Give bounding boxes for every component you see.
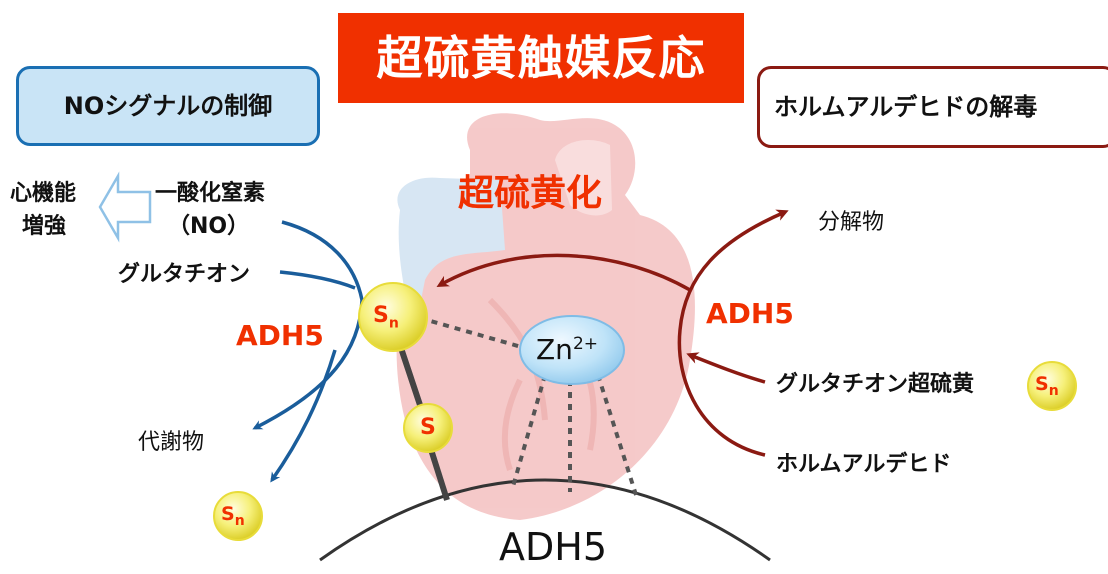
sulfur-chain-ball-center: [358, 282, 428, 352]
sulfur-chain-label-bottom: Sn: [221, 505, 245, 528]
zinc-symbol: Zn: [536, 333, 573, 366]
metabolite-label: 代謝物: [138, 430, 205, 455]
sulfur-chain-symbol: S: [1035, 373, 1049, 395]
zinc-coordination-lines: [419, 316, 638, 496]
detox-box: ホルムアルデヒドの解毒: [757, 66, 1108, 148]
glutathione-supersulfide-label: グルタチオン超硫黄: [776, 372, 975, 397]
sulfur-chain-subscript: n: [1048, 382, 1059, 399]
degradation-product-label: 分解物: [818, 210, 885, 235]
adh5-protein-arc: [319, 478, 771, 562]
enhancement-arrow-icon: [98, 171, 152, 243]
formaldehyde-label: ホルムアルデヒド: [776, 452, 952, 477]
sulfur-chain-label-center: Sn: [373, 303, 399, 332]
cardiac-effect-line1: 心機能: [10, 181, 77, 206]
sulfur-chain-symbol: S: [221, 503, 235, 525]
title: 超硫黄触媒反応: [376, 31, 706, 85]
sulfur-chain-ball-right: [1027, 361, 1077, 411]
formaldehyde-pathway: [436, 209, 789, 457]
nitric-oxide-abbrev: （NO）: [168, 214, 250, 239]
sulfur-chain-ball-bottom: [213, 491, 263, 541]
sulfur-ball: [403, 403, 453, 453]
sulfur-chain-symbol: S: [373, 303, 389, 328]
adh5-left-label: ADH5: [236, 319, 324, 352]
no-signal-pathway: [252, 220, 364, 483]
no-signal-box: NOシグナルの制御: [16, 66, 320, 146]
zinc-ion-ball: [519, 315, 625, 385]
zinc-label: Zn2+: [536, 336, 598, 364]
cardiac-effect-line2: 増強: [22, 214, 67, 239]
no-signal-box-label: NOシグナルの制御: [63, 92, 273, 120]
supersulfidation-label: 超硫黄化: [458, 173, 603, 214]
adh5-protein-label: ADH5: [499, 525, 608, 569]
detox-box-label: ホルムアルデヒドの解毒: [774, 93, 1038, 121]
adh5-right-label: ADH5: [706, 297, 794, 330]
nitric-oxide-label: 一酸化窒素: [155, 181, 266, 206]
glutathione-label: グルタチオン: [118, 262, 251, 287]
sulfur-chain-subscript: n: [388, 315, 399, 332]
sulfur-chain-label-right: Sn: [1035, 375, 1059, 398]
zinc-charge: 2+: [572, 334, 598, 354]
title-banner: 超硫黄触媒反応: [338, 13, 744, 103]
sulfur-chain-subscript: n: [234, 512, 245, 529]
sulfur-label: S: [420, 415, 436, 440]
heart-illustration: [396, 113, 695, 520]
